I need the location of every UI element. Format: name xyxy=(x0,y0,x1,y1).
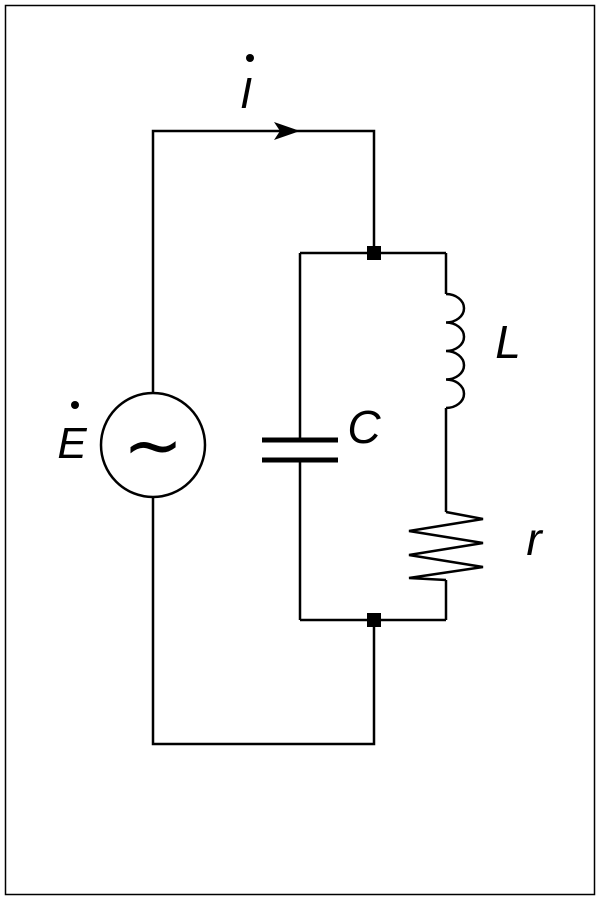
ac-source-icon xyxy=(99,391,207,499)
bottom-wire xyxy=(151,498,376,746)
resistor-label: r xyxy=(526,513,543,565)
capacitor-label: C xyxy=(347,401,381,453)
current-phasor-dot xyxy=(246,54,254,62)
diagram-frame xyxy=(4,4,596,896)
source-label: E xyxy=(57,419,87,468)
junction-bottom xyxy=(367,613,381,627)
outer-loop-wire xyxy=(151,129,376,746)
top-wire xyxy=(151,129,376,392)
current-arrow-icon xyxy=(274,122,300,140)
resistor-zigzag-icon xyxy=(408,510,484,582)
capacitor-icon xyxy=(262,437,338,463)
inductor-coil-icon xyxy=(445,292,466,410)
ac-source-symbol: ~ xyxy=(123,403,183,487)
current-label: I xyxy=(240,69,252,118)
source-phasor-dot xyxy=(71,401,79,409)
inductor-label: L xyxy=(495,316,521,368)
junction-top xyxy=(367,246,381,260)
